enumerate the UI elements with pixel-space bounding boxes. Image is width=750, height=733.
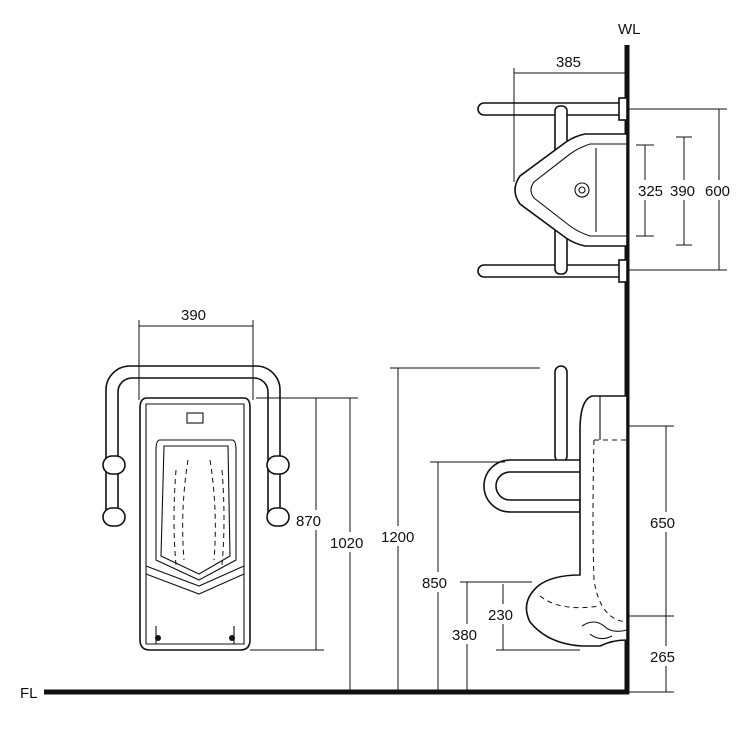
dim-side-rail-height: 850 xyxy=(422,575,447,592)
floor-line-label: FL xyxy=(20,685,38,702)
plan-view xyxy=(477,97,628,283)
dim-front-top-height: 1020 xyxy=(330,535,363,552)
dim-side-body-height: 650 xyxy=(650,515,675,532)
plan-wall-flange-bottom xyxy=(618,259,628,283)
dim-side-rail-top-height: 1200 xyxy=(381,529,414,546)
plan-upper-rail xyxy=(477,102,624,116)
front-bowl-opening xyxy=(155,439,237,581)
plan-lower-rail xyxy=(477,264,624,278)
front-left-handle xyxy=(102,455,126,475)
dim-plan-rail-depth: 385 xyxy=(556,54,581,71)
side-drain-pipe xyxy=(581,621,628,640)
front-u-rail xyxy=(105,365,281,521)
dim-front-rail-width: 390 xyxy=(181,307,206,324)
front-urinal-body xyxy=(139,397,251,651)
plan-drain-hole xyxy=(574,182,590,198)
dim-plan-rail-span: 600 xyxy=(705,183,730,200)
front-elevation xyxy=(102,365,290,651)
side-dimension-lines xyxy=(390,367,674,693)
side-elevation xyxy=(483,365,628,647)
side-urinal-body xyxy=(525,395,628,647)
plan-urinal-outline xyxy=(514,133,628,247)
dim-plan-width-inner: 325 xyxy=(638,183,663,200)
plan-urinal-inner xyxy=(530,143,627,237)
dim-front-lip-height: 870 xyxy=(296,513,321,530)
wall-line-label: WL xyxy=(618,21,641,38)
dim-side-outlet-height: 265 xyxy=(650,649,675,666)
plan-wall-flange-top xyxy=(618,97,628,121)
dim-side-bowl-height: 380 xyxy=(452,627,477,644)
front-flush-sensor xyxy=(186,412,204,424)
dim-side-bowl-depth: 230 xyxy=(488,607,513,624)
dim-plan-width-outer: 390 xyxy=(670,183,695,200)
front-right-handle xyxy=(266,455,290,475)
side-vertical-rail xyxy=(554,365,568,463)
